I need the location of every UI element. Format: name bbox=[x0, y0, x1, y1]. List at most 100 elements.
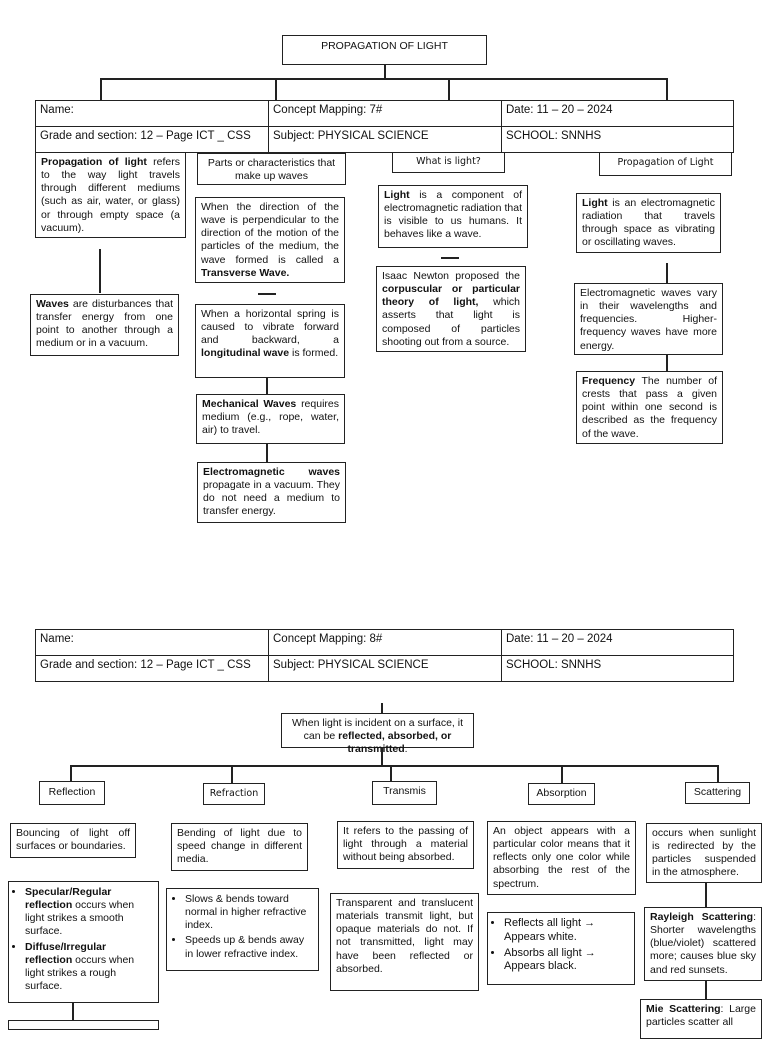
refraction-def: Bending of light due to speed change in … bbox=[177, 827, 302, 866]
light-text: is a component of electromagnetic radiat… bbox=[384, 189, 522, 241]
newton-text: Isaac Newton proposed the bbox=[382, 270, 520, 282]
em-term: Electromagnetic waves bbox=[203, 466, 340, 478]
refraction-definition-box: Bending of light due to speed change in … bbox=[171, 823, 308, 871]
connector bbox=[705, 883, 707, 907]
school-cell: SCHOOL: SNNHS bbox=[501, 126, 734, 153]
frequency-box: Frequency The number of crests that pass… bbox=[576, 371, 723, 444]
refraction-item-1: Slows & bends toward normal in higher re… bbox=[185, 893, 307, 932]
list-item: Speeds up & bends away in lower refracti… bbox=[185, 934, 314, 960]
rayleigh-term: Rayleigh Scattering bbox=[650, 911, 754, 923]
transmission-detail-box: Transparent and translucent materials tr… bbox=[330, 893, 479, 991]
grade-cell: Grade and section: 12 – Page ICT _ CSS bbox=[35, 655, 269, 682]
absorption-def: An object appears with a particular colo… bbox=[493, 825, 630, 890]
diffuse-text: occurs when light strikes a rough surfac… bbox=[25, 953, 135, 992]
connector bbox=[381, 748, 383, 766]
absorption-item-1: Reflects all light → Appears white. bbox=[504, 917, 596, 943]
waves-term: Waves bbox=[36, 298, 69, 310]
connector bbox=[70, 765, 72, 781]
refraction-list-box: Slows & bends toward normal in higher re… bbox=[166, 888, 319, 971]
connector bbox=[100, 78, 667, 80]
separator-dash bbox=[441, 257, 459, 259]
transmission-def: It refers to the passing of light throug… bbox=[343, 825, 468, 864]
transmission-label: Transmis bbox=[383, 785, 426, 797]
frequency-term: Frequency bbox=[582, 375, 636, 387]
mie-term: Mie Scattering bbox=[646, 1003, 721, 1015]
em-radiation-box: Light is an electromagnetic radiation th… bbox=[576, 193, 721, 253]
connector bbox=[705, 981, 707, 999]
transverse-box: When the direction of the wave is perpen… bbox=[195, 197, 345, 283]
mie-box: Mie Scattering: Large particles scatter … bbox=[640, 999, 762, 1039]
propagation-heading-label: Propagation of Light bbox=[617, 157, 714, 168]
newton-term: corpuscular or particular theory of ligh… bbox=[382, 283, 520, 309]
reflection-child-box bbox=[8, 1020, 159, 1030]
light-text-2: is an electromagnetic radiation that tra… bbox=[582, 197, 715, 249]
list-item: Absorbs all light → Appears black. bbox=[504, 947, 630, 975]
grade-label: Grade and section: 12 – Page ICT _ CSS bbox=[40, 659, 251, 671]
transmission-detail: Transparent and translucent materials tr… bbox=[336, 897, 473, 975]
date-label: Date: 11 – 20 – 2024 bbox=[506, 104, 613, 116]
newton-text-end: which asserts that light is composed of … bbox=[382, 296, 520, 348]
connector bbox=[717, 765, 719, 782]
connector bbox=[381, 703, 383, 713]
name-cell[interactable]: Name: bbox=[35, 629, 269, 656]
concept-label: Concept Mapping: 7# bbox=[273, 104, 383, 116]
connector bbox=[666, 263, 668, 283]
specular-term: Specular/Regular reflection bbox=[25, 886, 112, 912]
scattering-heading: Scattering bbox=[685, 782, 750, 804]
connector bbox=[561, 765, 563, 783]
specular-text: occurs when light strikes a smooth surfa… bbox=[25, 899, 135, 938]
connector bbox=[275, 78, 277, 100]
root-term: reflected, absorbed, or transmitted bbox=[338, 730, 452, 756]
refraction-item-2: Speeds up & bends away in lower refracti… bbox=[185, 934, 305, 960]
connector bbox=[666, 355, 668, 371]
absorption-heading: Absorption bbox=[528, 783, 595, 805]
connector bbox=[666, 78, 668, 100]
longitudinal-text-end: is formed. bbox=[289, 347, 339, 360]
longitudinal-term: longitudinal wave bbox=[201, 347, 290, 360]
def-text: refers to the way light travels through … bbox=[41, 156, 180, 234]
map1-title-box: PROPAGATION OF LIGHT bbox=[282, 35, 487, 65]
connector bbox=[99, 249, 101, 293]
school-label: SCHOOL: SNNHS bbox=[506, 659, 602, 671]
grade-cell: Grade and section: 12 – Page ICT _ CSS bbox=[35, 126, 269, 153]
map1-title: PROPAGATION OF LIGHT bbox=[321, 40, 448, 52]
root-text-end: . bbox=[404, 743, 408, 756]
em-waves-box: Electromagnetic waves propagate in a vac… bbox=[197, 462, 346, 523]
incident-light-root: When light is incident on a surface, it … bbox=[281, 713, 474, 755]
school-label: SCHOOL: SNNHS bbox=[506, 130, 602, 142]
frequency-text: The number of crests that pass a given p… bbox=[582, 375, 717, 440]
absorption-label: Absorption bbox=[536, 787, 587, 799]
transverse-term: Transverse Wave. bbox=[201, 266, 290, 279]
list-item: Specular/Regular reflection occurs when … bbox=[25, 886, 154, 939]
what-is-light-heading: What is light? bbox=[392, 152, 505, 173]
light-definition-box: Light is a component of electromagnetic … bbox=[378, 185, 528, 248]
waves-text: are disturbances that transfer energy fr… bbox=[36, 298, 173, 350]
name-label: Name: bbox=[40, 633, 74, 645]
root-text: When light is incident on a surface, it … bbox=[291, 717, 463, 743]
name-cell[interactable]: Name: bbox=[35, 100, 269, 127]
refraction-heading: Refraction bbox=[203, 783, 265, 805]
propagation-definition-box: Propagation of light refers to the way l… bbox=[35, 152, 186, 238]
mechanical-waves-box: Mechanical Waves requires medium (e.g., … bbox=[196, 394, 345, 444]
transmission-definition-box: It refers to the passing of light throug… bbox=[337, 821, 474, 869]
scattering-def: occurs when sunlight is redirected by th… bbox=[652, 827, 756, 879]
longitudinal-box: When a horizontal spring is caused to vi… bbox=[195, 304, 345, 378]
connector bbox=[70, 765, 718, 767]
connector bbox=[231, 765, 233, 783]
school-cell: SCHOOL: SNNHS bbox=[501, 655, 734, 682]
list-item: Diffuse/Irregular reflection occurs when… bbox=[25, 941, 154, 994]
reflection-types-box: Specular/Regular reflection occurs when … bbox=[8, 881, 159, 1003]
absorption-list-box: Reflects all light → Appears white. Abso… bbox=[487, 912, 635, 985]
mechanical-text: requires medium (e.g., rope, water, air)… bbox=[202, 398, 339, 437]
name-label: Name: bbox=[40, 104, 74, 116]
reflection-def: Bouncing of light off surfaces or bounda… bbox=[16, 827, 130, 853]
connector bbox=[100, 78, 102, 100]
transverse-text: When the direction of the wave is perpen… bbox=[201, 201, 339, 266]
em-text: propagate in a vacuum. They do not need … bbox=[203, 479, 340, 518]
parts-heading: Parts or characteristics that make up wa… bbox=[207, 157, 336, 183]
date-cell: Date: 11 – 20 – 2024 bbox=[501, 629, 734, 656]
propagation-heading: Propagation of Light bbox=[599, 152, 732, 176]
connector bbox=[448, 78, 450, 100]
connector bbox=[266, 444, 268, 462]
diffuse-term: Diffuse/Irregular reflection bbox=[25, 940, 107, 966]
